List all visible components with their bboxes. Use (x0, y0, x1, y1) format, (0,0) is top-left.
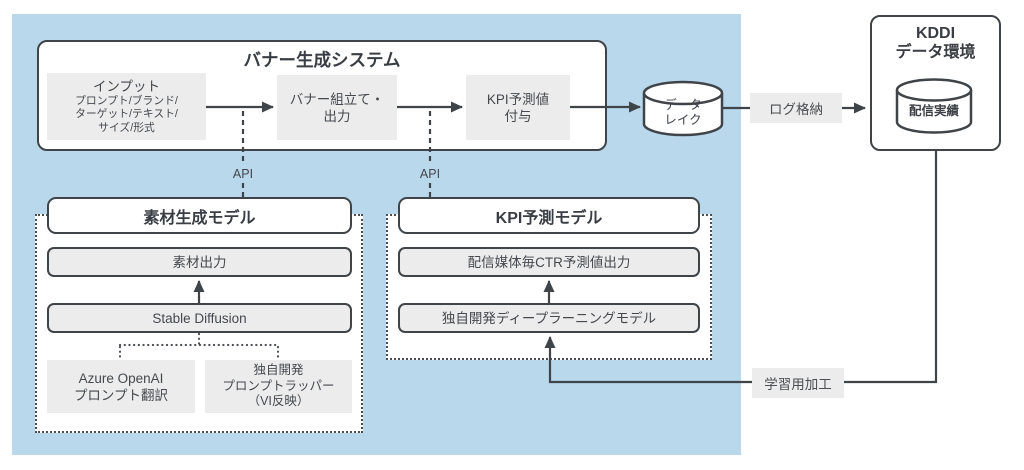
kpi-attach-line: 付与 (504, 108, 532, 124)
azure-openai-line: Azure OpenAI (78, 370, 164, 386)
banner-system-title: バナー生成システム (243, 50, 401, 70)
prompt-wrapper-line: 独自開発 (253, 363, 304, 378)
azure-openai-line: プロンプト翻訳 (73, 387, 169, 403)
deep-learning-box: 独自開発ディープラーニングモデル (398, 303, 700, 333)
data-lake-label: データ レイク (643, 98, 723, 127)
delivery-results-line: 配信実績 (908, 104, 959, 118)
log-store-label: ログ格納 (750, 93, 842, 123)
data-lake-line: データ (664, 98, 702, 112)
kddi-env-title-line: データ環境 (895, 44, 976, 61)
prompt-wrapper-line: プロンプトラッパー (222, 378, 335, 393)
material-output-box: 素材出力 (47, 247, 352, 277)
input-box-detail-line: ターゲット/テキスト/ (75, 108, 178, 121)
input-box-title: インプット (92, 78, 161, 94)
kpi-attach-box: KPI予測値 付与 (466, 75, 570, 140)
banner-assemble-line: バナー組立て・ (289, 91, 385, 107)
training-process-label: 学習用加工 (752, 368, 844, 398)
azure-openai-box: Azure OpenAI プロンプト翻訳 (47, 360, 195, 413)
banner-assemble-line: 出力 (323, 108, 351, 124)
kpi-attach-line: KPI予測値 (486, 91, 550, 107)
banner-assemble-box: バナー組立て・ 出力 (277, 75, 397, 140)
delivery-results-label: 配信実績 (894, 104, 974, 119)
api-label-material: API (227, 164, 259, 183)
kddi-env-title: KDDI データ環境 (870, 24, 1001, 62)
data-lake-line: レイク (664, 112, 702, 127)
material-model-header: 素材生成モデル (47, 197, 352, 234)
api-label-kpi: API (414, 164, 446, 183)
input-box-detail-line: サイズ/形式 (98, 121, 155, 134)
prompt-wrapper-box: 独自開発 プロンプトラッパー （VI反映） (205, 360, 352, 413)
kddi-env-title-line: KDDI (915, 25, 956, 42)
prompt-wrapper-line: （VI反映） (247, 394, 310, 409)
input-box: インプット プロンプト/ブランド/ ターゲット/テキスト/ サイズ/形式 (47, 73, 206, 140)
ctr-output-box: 配信媒体毎CTR予測値出力 (398, 247, 700, 277)
input-box-detail-line: プロンプト/ブランド/ (75, 94, 178, 107)
stable-diffusion-box: Stable Diffusion (47, 303, 352, 333)
kpi-model-header: KPI予測モデル (398, 197, 700, 234)
kpi-model-container (386, 214, 712, 360)
